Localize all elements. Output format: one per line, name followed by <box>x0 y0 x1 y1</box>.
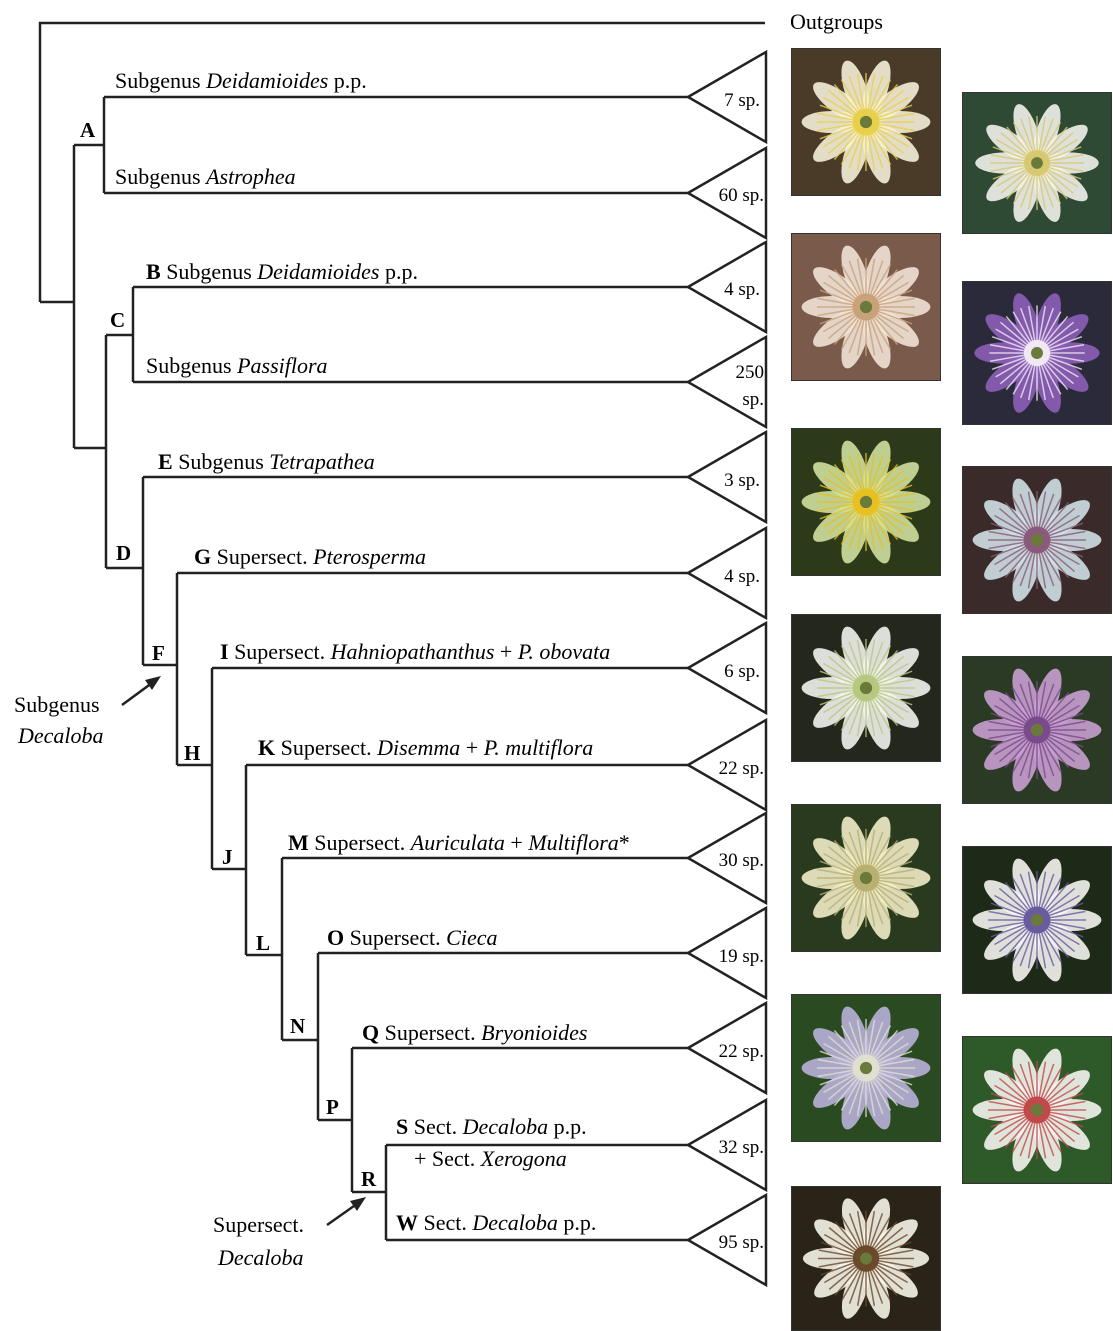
passiflora-flower-pale-blue-photo <box>962 466 1112 614</box>
species-count: 22 sp. <box>719 1041 764 1062</box>
clade-label: E Subgenus Tetrapathea <box>158 449 375 474</box>
species-count: 60 sp. <box>719 185 764 206</box>
node-label-r: R <box>361 1167 377 1191</box>
species-count: sp. <box>742 389 764 410</box>
passiflora-flower-cream-wavy-photo <box>791 804 941 952</box>
clade-label-line2: + Sect. Xerogona <box>414 1146 567 1171</box>
branch-node-d <box>106 477 688 665</box>
passiflora-flower-white-green-center-photo <box>791 614 941 762</box>
passiflora-flower-purple-ringed-photo <box>962 281 1112 425</box>
species-count: 3 sp. <box>724 470 760 491</box>
passiflora-flower-green-yellow-photo <box>791 428 941 576</box>
arrow-icon <box>327 1197 366 1225</box>
species-count: 4 sp. <box>724 566 760 587</box>
clade-label: B Subgenus Deidamioides p.p. <box>146 259 418 284</box>
tree-branches <box>40 23 765 1240</box>
clade-label: I Supersect. Hahniopathanthus + P. obova… <box>220 639 610 664</box>
node-label-f: F <box>152 641 165 665</box>
clade-label: M Supersect. Auriculata + Multiflora* <box>288 830 630 855</box>
passiflora-flower-lilac-fringed-photo <box>962 656 1112 804</box>
clade-label: Subgenus Deidamioides p.p. <box>115 68 367 93</box>
node-label-p: P <box>326 1095 339 1119</box>
clade-label: K Supersect. Disemma + P. multiflora <box>258 735 593 760</box>
clade-label: S Sect. Decaloba p.p. <box>396 1114 587 1139</box>
passiflora-flower-cream-filaments-photo <box>791 48 941 196</box>
branch-cd-vertical <box>74 335 106 568</box>
node-label-j: J <box>222 845 233 869</box>
species-count: 19 sp. <box>719 946 764 967</box>
clade-label: Subgenus Passiflora <box>146 353 328 378</box>
supersect-annotation-line2: Decaloba <box>217 1245 304 1270</box>
species-count: 95 sp. <box>719 1232 764 1253</box>
node-label-c: C <box>110 308 125 332</box>
species-count: 250 <box>736 362 765 383</box>
species-count: 4 sp. <box>724 279 760 300</box>
subgenus-annotation-line2: Decaloba <box>17 723 104 748</box>
passiflora-flower-lavender-filaments-photo <box>791 994 941 1142</box>
node-label-h: H <box>184 741 200 765</box>
passiflora-flower-white-star-dark-photo <box>791 1186 941 1331</box>
subgenus-annotation-line1: Subgenus <box>14 692 100 717</box>
clade-label: Subgenus Astrophea <box>115 164 296 189</box>
passiflora-flower-white-bell-photo <box>962 92 1112 234</box>
node-label-l: L <box>256 931 270 955</box>
species-count: 7 sp. <box>724 90 760 111</box>
clade-label: G Supersect. Pterosperma <box>194 544 426 569</box>
node-label-a: A <box>80 118 96 142</box>
passiflora-flower-pink-fringed-photo <box>791 233 941 381</box>
node-label-n: N <box>290 1014 305 1038</box>
clade-label: O Supersect. Cieca <box>327 925 497 950</box>
supersect-annotation-line1: Supersect. <box>213 1212 304 1237</box>
passiflora-flower-white-star-red-photo <box>962 1036 1112 1184</box>
species-count: 32 sp. <box>719 1137 764 1158</box>
species-count: 6 sp. <box>724 661 760 682</box>
arrow-icon <box>122 676 161 705</box>
species-count: 30 sp. <box>719 850 764 871</box>
species-count: 22 sp. <box>719 758 764 779</box>
clade-label: Q Supersect. Bryonioides <box>362 1020 587 1045</box>
node-label-d: D <box>116 541 131 565</box>
outgroups-label: Outgroups <box>790 9 883 34</box>
clade-label: W Sect. Decaloba p.p. <box>396 1210 596 1235</box>
passiflora-flower-white-star-purple-photo <box>962 846 1112 994</box>
